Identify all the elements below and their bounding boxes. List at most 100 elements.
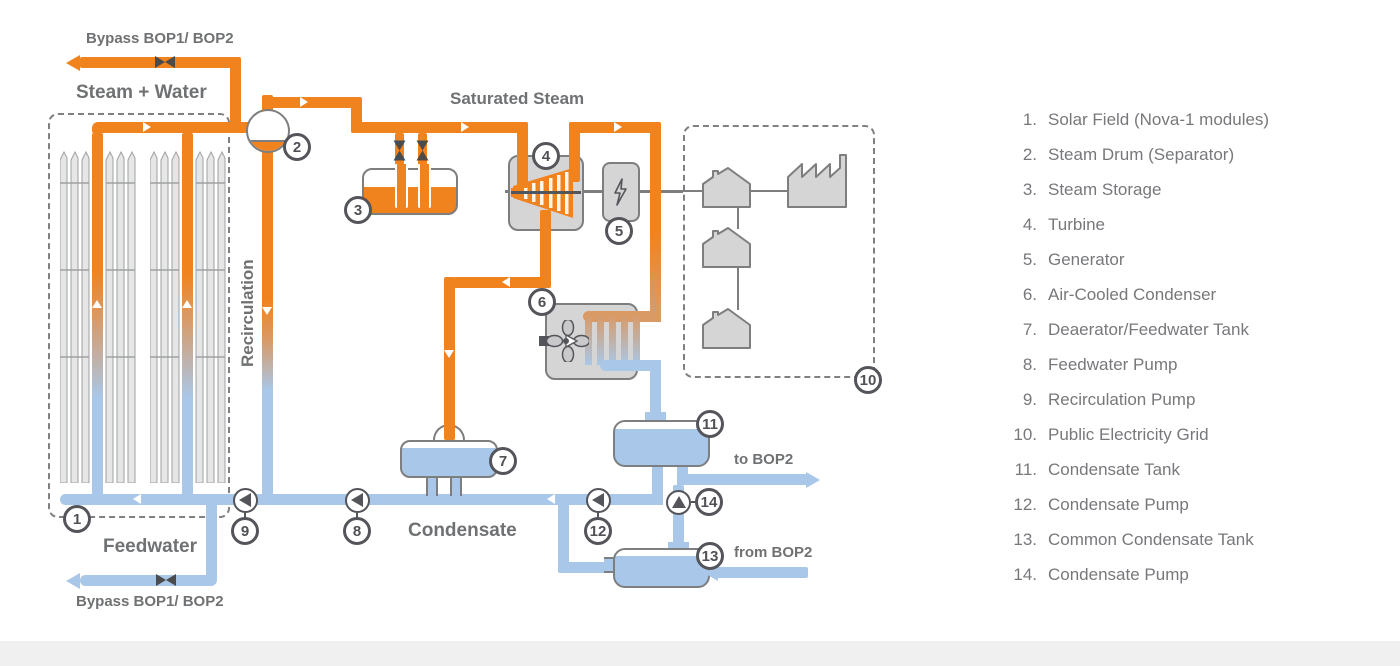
storage-charge-pipe-2-inner xyxy=(418,164,431,208)
condenser-coil-tube xyxy=(633,315,640,365)
legend-label: Solar Field (Nova-1 modules) xyxy=(1048,109,1270,129)
legend-number: 11. xyxy=(1014,459,1037,479)
bypass-top-valve-icon xyxy=(155,56,175,69)
pump14-riser-pipe xyxy=(673,485,684,548)
pump-connector xyxy=(356,511,358,518)
condenser-feed-pipe-v xyxy=(650,122,661,322)
bypass-bottom-arrow-icon xyxy=(66,572,80,589)
bypass-bottom-label: Bypass BOP1/ BOP2 xyxy=(76,593,224,610)
flow-arrow-right-icon xyxy=(614,122,622,132)
legend-number: 2. xyxy=(1022,144,1037,164)
condenser-outlet-h xyxy=(600,360,661,371)
bypass-top-arrow-icon xyxy=(66,54,80,71)
bypass-bottom-pipe xyxy=(80,575,212,586)
recirculation-label: Recirculation xyxy=(238,259,257,367)
saturated-steam-pipe-lower xyxy=(351,122,528,133)
legend-item: 8.Feedwater Pump xyxy=(1003,347,1269,382)
recirculation-pipe xyxy=(262,150,273,500)
condensate-tank xyxy=(613,420,710,467)
solar-collector-bank-right xyxy=(150,150,226,483)
flow-arrow-right-icon xyxy=(461,122,469,132)
storage-charge-pipe-1 xyxy=(395,133,404,165)
storage-charge-pipe-1-inner xyxy=(395,164,408,208)
legend-number: 13. xyxy=(1013,529,1037,549)
tank13-branch-pipe-h xyxy=(558,562,614,573)
storage-charge-pipe-2 xyxy=(418,133,427,165)
recirculation-pump xyxy=(232,487,258,513)
legend-item: 9.Recirculation Pump xyxy=(1003,382,1269,417)
flow-arrow-left-icon xyxy=(547,494,555,504)
badge-steam-storage: 3 xyxy=(344,196,372,224)
legend-number: 5. xyxy=(1022,249,1037,269)
legend-number: 3. xyxy=(1022,179,1037,199)
footer-band xyxy=(0,641,1400,666)
turbine-outlet-pipe xyxy=(569,122,580,182)
legend-label: Air-Cooled Condenser xyxy=(1048,284,1217,304)
legend-label: Steam Drum (Separator) xyxy=(1048,144,1235,164)
turbine-exhaust-pipe-h xyxy=(450,277,551,288)
saturated-steam-label: Saturated Steam xyxy=(450,89,585,108)
flow-arrow-down-icon xyxy=(444,350,454,358)
solar-riser-pipe-left xyxy=(92,133,103,500)
legend-item: 14.Condensate Pump xyxy=(1003,557,1269,592)
condenser-coil-tube xyxy=(597,315,604,365)
solar-field-boundary xyxy=(48,113,230,518)
legend-label: Deaerator/Feedwater Tank xyxy=(1048,319,1249,339)
bypass-top-down-pipe xyxy=(230,57,241,133)
legend-item: 6.Air-Cooled Condenser xyxy=(1003,277,1269,312)
legend-label: Feedwater Pump xyxy=(1048,354,1178,374)
steam-water-header-pipe xyxy=(92,122,252,133)
legend-item: 10. Public Electricity Grid xyxy=(1003,417,1269,452)
flow-arrow-right-icon xyxy=(300,97,308,107)
badge-turbine: 4 xyxy=(532,142,560,170)
legend-item: 2. Steam Drum (Separator) xyxy=(1003,137,1269,172)
flow-arrow-right-icon xyxy=(143,122,151,132)
badge-condensate-pump-12: 12 xyxy=(584,517,612,545)
legend-label: Turbine xyxy=(1048,214,1106,234)
badge-grid: 10 xyxy=(854,366,882,394)
steam-drum xyxy=(246,109,290,153)
badge-feedwater-pump: 8 xyxy=(343,517,371,545)
deaerator-leg xyxy=(426,474,438,496)
pump-connector xyxy=(597,511,599,518)
lightning-bolt-icon xyxy=(614,178,627,206)
steam-storage-tank xyxy=(362,168,458,215)
legend-label: Public Electricity Grid xyxy=(1048,424,1209,444)
saturated-steam-step-pipe xyxy=(351,97,362,133)
flow-arrow-up-icon xyxy=(182,300,192,308)
turbine-inlet-pipe xyxy=(517,122,528,188)
deaerator-tank xyxy=(400,440,498,478)
grid-boundary xyxy=(683,125,875,378)
condenser-coil-tube xyxy=(621,315,628,365)
legend-number: 10. xyxy=(1013,424,1037,444)
condenser-coil-tube xyxy=(609,315,616,365)
badge-deaerator: 7 xyxy=(489,447,517,475)
legend-item: 5.Generator xyxy=(1003,242,1269,277)
storage-valve-2-icon xyxy=(416,140,429,161)
tank13-nozzle xyxy=(668,542,689,550)
flow-arrow-left-icon xyxy=(502,277,510,287)
badge-solar-field: 1 xyxy=(63,505,91,533)
flow-arrow-down-icon xyxy=(262,307,272,315)
pump-connector xyxy=(244,511,246,518)
from-bop2-pipe xyxy=(716,567,808,578)
legend-label: Recirculation Pump xyxy=(1048,389,1196,409)
solar-riser-pipe-right xyxy=(182,133,193,500)
condensate-label: Condensate xyxy=(408,520,517,541)
deaerator-leg xyxy=(450,474,462,496)
feedwater-label: Feedwater xyxy=(103,536,197,557)
tank11-nozzle xyxy=(645,412,666,420)
steam-water-label: Steam + Water xyxy=(76,82,207,103)
turbine-blades-icon xyxy=(511,168,581,218)
legend-number: 7. xyxy=(1022,319,1037,339)
fan-mount xyxy=(539,336,549,346)
legend-number: 14. xyxy=(1013,564,1037,584)
from-bop2-label: from BOP2 xyxy=(734,544,813,561)
badge-common-condensate-tank: 13 xyxy=(696,542,724,570)
legend-number: 12. xyxy=(1013,494,1037,514)
pump-connector xyxy=(691,501,697,503)
condensate-drop-pipe xyxy=(650,360,661,420)
legend-item: 7. Deaerator/Feedwater Tank xyxy=(1003,312,1269,347)
legend-label: Condensate Pump xyxy=(1048,494,1189,514)
badge-generator: 5 xyxy=(605,217,633,245)
